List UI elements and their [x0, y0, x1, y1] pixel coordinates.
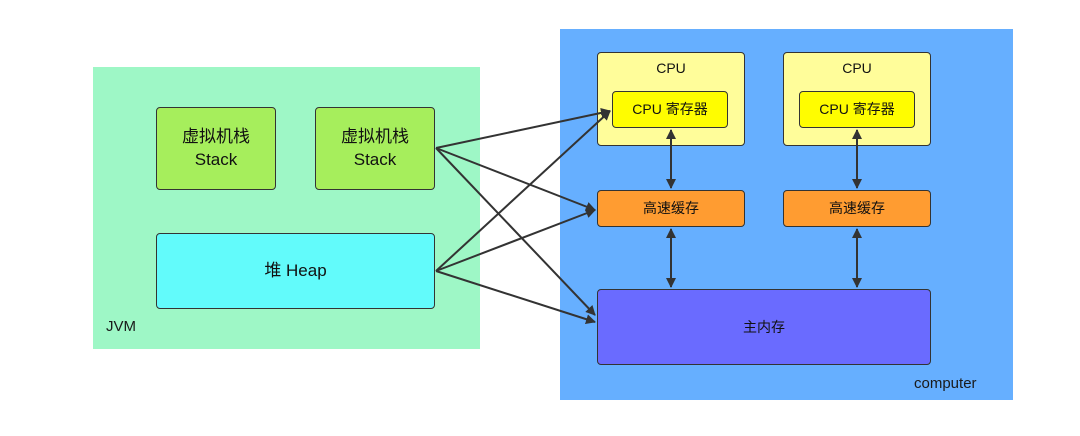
- cpu-1-cache: 高速缓存: [597, 190, 745, 227]
- jvm-stack-1: 虚拟机栈 Stack: [156, 107, 276, 190]
- heap-label: 堆 Heap: [264, 260, 327, 280]
- cpu-1-register: CPU 寄存器: [612, 91, 728, 128]
- stack-1-label-zh: 虚拟机栈: [182, 126, 250, 146]
- cpu-2-title: CPU: [842, 60, 872, 76]
- cpu-2-register: CPU 寄存器: [799, 91, 915, 128]
- computer-label: computer: [914, 375, 977, 392]
- cpu-1-title: CPU: [656, 60, 686, 76]
- stack-2-label-en: Stack: [353, 149, 397, 169]
- stack-2-label-zh: 虚拟机栈: [341, 126, 409, 146]
- stack-1-label-en: Stack: [194, 149, 238, 169]
- cpu-2-cache: 高速缓存: [783, 190, 931, 227]
- cpu-1-cache-label: 高速缓存: [643, 200, 699, 217]
- jvm-heap: 堆 Heap: [156, 233, 435, 309]
- main-memory-label: 主内存: [743, 318, 785, 335]
- cpu-2-register-label: CPU 寄存器: [819, 101, 895, 118]
- cpu-1-register-label: CPU 寄存器: [632, 101, 708, 118]
- jvm-stack-2: 虚拟机栈 Stack: [315, 107, 435, 190]
- jvm-label: JVM: [106, 318, 136, 335]
- main-memory: 主内存: [597, 289, 931, 365]
- cpu-2-cache-label: 高速缓存: [829, 200, 885, 217]
